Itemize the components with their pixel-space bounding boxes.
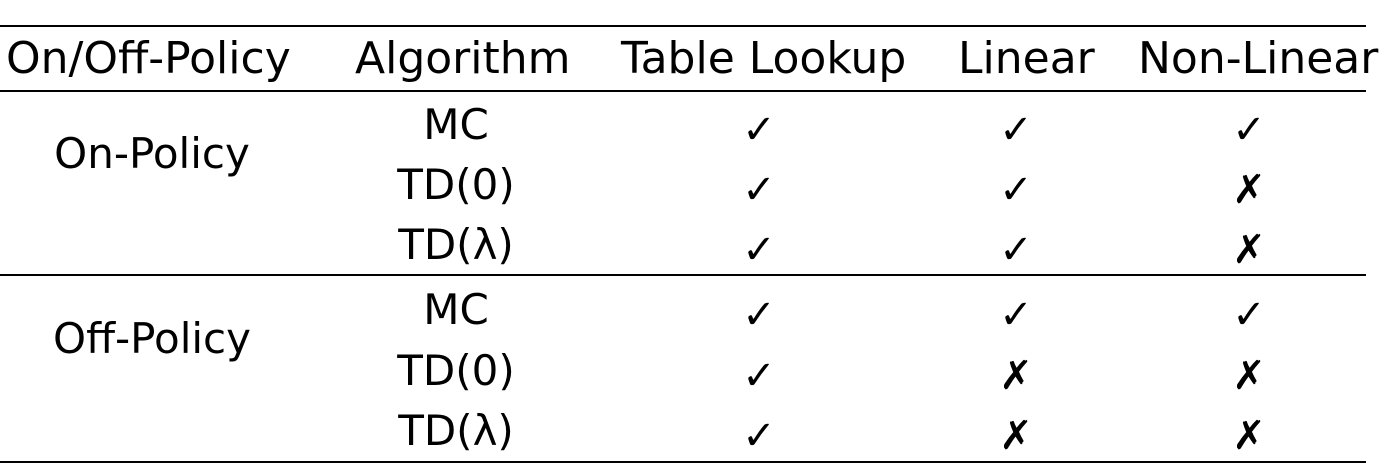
group-label-on-policy: On-Policy: [54, 129, 250, 178]
header-non-linear: Non-Linear: [1138, 33, 1379, 84]
check-icon: ✓: [999, 167, 1033, 213]
group-rule: [0, 274, 1366, 276]
check-icon: ✓: [742, 167, 776, 213]
check-icon: ✓: [742, 413, 776, 459]
top-rule: [0, 25, 1366, 27]
group-label-off-policy: Off-Policy: [53, 314, 251, 363]
check-icon: ✓: [999, 227, 1033, 273]
check-icon: ✓: [1232, 107, 1266, 153]
algorithm-cell: MC: [423, 285, 489, 334]
algorithm-cell: TD(0): [397, 160, 515, 209]
header-linear: Linear: [958, 33, 1095, 84]
algorithm-cell: MC: [423, 100, 489, 149]
algorithm-cell: TD(λ): [398, 406, 514, 455]
header-rule: [0, 90, 1366, 92]
check-icon: ✓: [742, 227, 776, 273]
check-icon: ✓: [1232, 292, 1266, 338]
check-icon: ✓: [999, 292, 1033, 338]
cross-icon: ✗: [999, 353, 1033, 399]
header-table-lookup: Table Lookup: [621, 33, 907, 84]
bottom-rule: [0, 461, 1366, 463]
cross-icon: ✗: [1232, 413, 1266, 459]
cross-icon: ✗: [999, 413, 1033, 459]
header-algorithm: Algorithm: [355, 33, 571, 84]
cross-icon: ✗: [1232, 353, 1266, 399]
check-icon: ✓: [999, 107, 1033, 153]
check-icon: ✓: [742, 292, 776, 338]
algorithm-cell: TD(λ): [398, 220, 514, 269]
algorithm-cell: TD(0): [397, 346, 515, 395]
check-icon: ✓: [742, 107, 776, 153]
check-icon: ✓: [742, 353, 776, 399]
header-on-off-policy: On/Off-Policy: [6, 33, 291, 84]
cross-icon: ✗: [1232, 167, 1266, 213]
cross-icon: ✗: [1232, 227, 1266, 273]
